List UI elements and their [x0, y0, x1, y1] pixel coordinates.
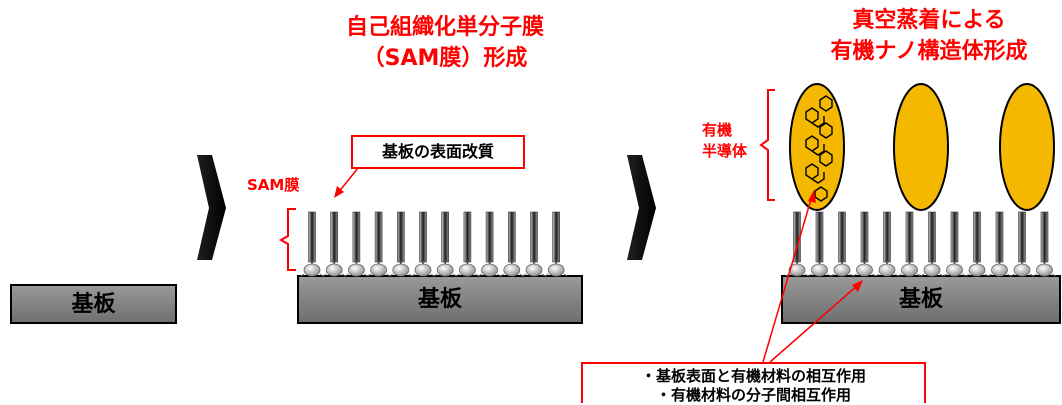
- sam-bracket: [278, 208, 296, 271]
- sam-molecule: [367, 211, 390, 277]
- step3-title-line1: 真空蒸着による: [852, 8, 1006, 33]
- sam-molecules-step2: [300, 211, 568, 277]
- organic-label-line1: 有機: [702, 121, 733, 139]
- sam-molecule: [1010, 211, 1034, 277]
- surface-modification-callout: 基板の表面改質: [351, 135, 525, 169]
- interaction-arrow-2-head: [852, 280, 863, 292]
- sam-molecule: [433, 211, 457, 277]
- sam-molecule: [988, 211, 1011, 277]
- interaction-arrow-1: [762, 195, 813, 363]
- molecular-structure-icon: [805, 95, 833, 202]
- sam-molecule: [830, 211, 854, 277]
- interaction-line2: ・有機材料の分子間相互作用: [655, 386, 851, 404]
- interaction-arrow-2: [769, 284, 859, 363]
- arrow-step1-to-step2: [197, 155, 226, 260]
- substrate-label-step2: 基板: [417, 287, 462, 312]
- interaction-line1: ・基板表面と有機材料の相互作用: [640, 367, 866, 385]
- sam-label: SAM膜: [247, 176, 300, 194]
- sam-molecule: [875, 211, 899, 277]
- substrate-step2: [297, 275, 583, 324]
- sam-molecules-step3: [785, 211, 1056, 277]
- substrate-label-step1: 基板: [71, 292, 116, 317]
- sam-molecule: [389, 211, 413, 277]
- organic-label-line2: 半導体: [702, 142, 748, 160]
- sam-molecule: [898, 211, 921, 277]
- step2-title: 自己組織化単分子膜 （SAM膜）形成: [320, 12, 570, 74]
- interaction-arrow-1-head: [808, 190, 816, 203]
- sam-molecule: [456, 211, 479, 277]
- surface-modification-pointer-head: [334, 186, 344, 198]
- step2-title-line2: （SAM膜）形成: [362, 46, 528, 71]
- sam-molecule: [345, 211, 368, 277]
- sam-molecule: [1033, 211, 1056, 277]
- arrow-step2-to-step3: [627, 155, 656, 260]
- sam-molecule: [522, 211, 546, 277]
- interaction-callout: ・基板表面と有機材料の相互作用 ・有機材料の分子間相互作用: [581, 362, 926, 404]
- substrate-step1: [10, 284, 177, 324]
- organic-semiconductor-label: 有機 半導体: [702, 120, 747, 162]
- sam-molecule: [853, 211, 876, 277]
- step3-title-line2: 有機ナノ構造体形成: [830, 39, 1028, 64]
- organic-semiconductor-bracket: [759, 89, 775, 201]
- step3-title: 真空蒸着による 有機ナノ構造体形成: [796, 5, 1062, 67]
- sam-molecule: [920, 211, 944, 277]
- substrate-label-step3: 基板: [898, 287, 943, 312]
- step2-title-line1: 自己組織化単分子膜: [345, 15, 544, 40]
- sam-molecule: [411, 211, 435, 277]
- sam-molecule: [300, 211, 324, 277]
- sam-molecule: [500, 211, 524, 277]
- sam-molecule: [943, 211, 966, 277]
- sam-molecule: [544, 211, 568, 277]
- sam-molecule: [322, 211, 346, 277]
- sam-molecule: [965, 211, 989, 277]
- sam-molecule: [808, 211, 831, 277]
- organic-nanostructure-3: [999, 83, 1055, 211]
- sam-molecule: [478, 211, 501, 277]
- organic-nanostructure-2: [893, 83, 949, 211]
